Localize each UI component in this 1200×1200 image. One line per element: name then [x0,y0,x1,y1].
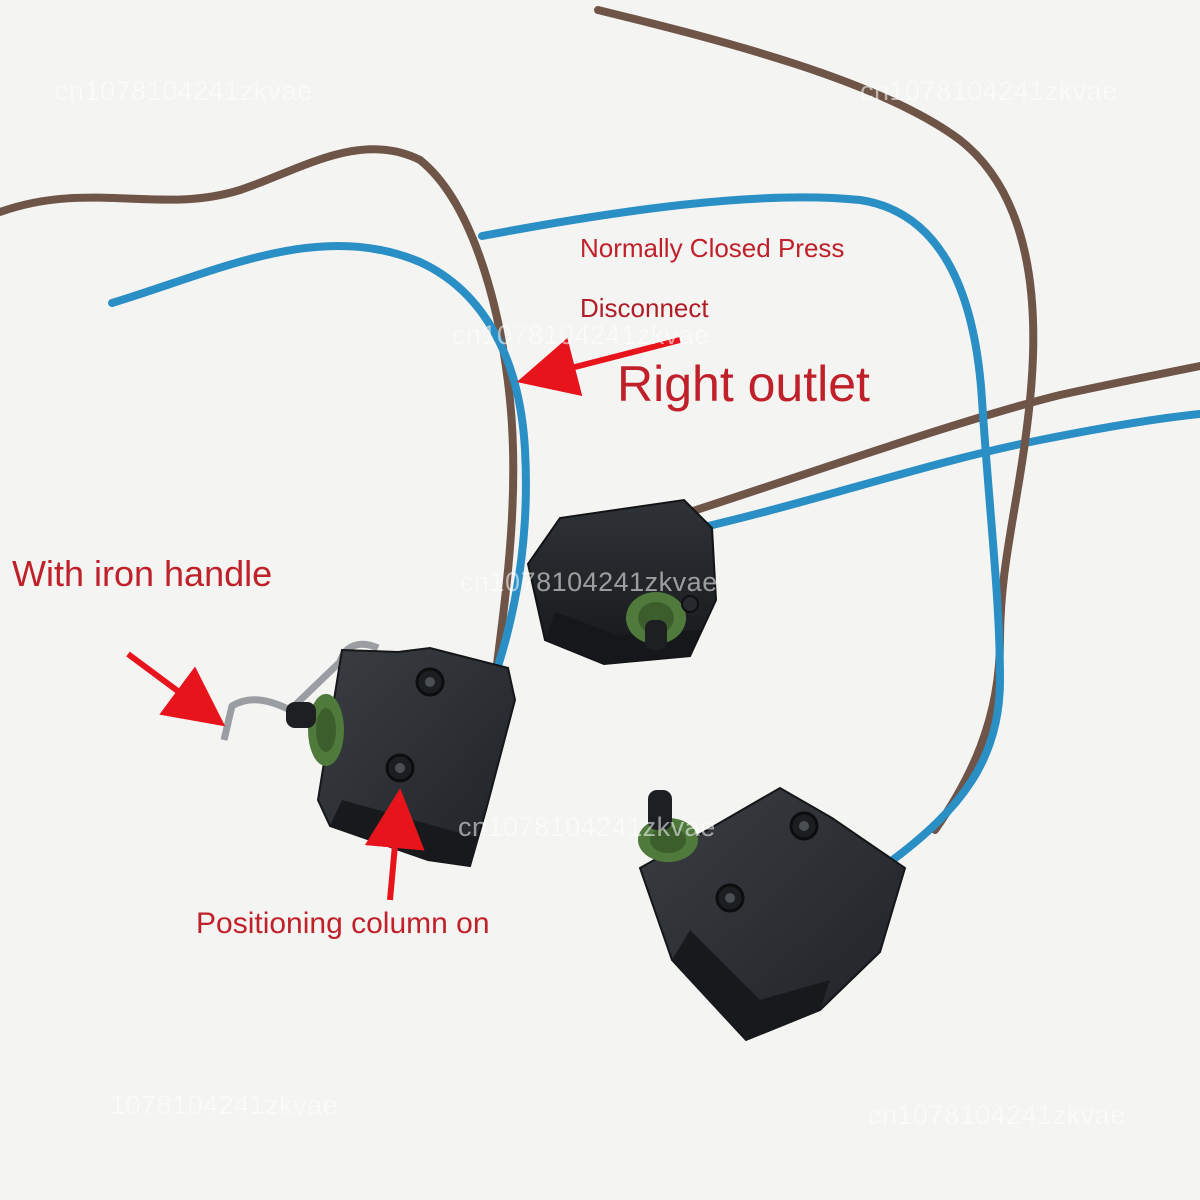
annotation-arrows [126,337,681,901]
label-iron-handle: With iron handle [12,553,273,594]
watermark: cn1078104241zkvae [460,567,718,597]
label-normally-closed: Normally Closed Press [580,233,845,263]
watermark: 1078104241zkvae [110,1090,339,1120]
watermark: cn1078104241zkvae [868,1100,1126,1130]
watermark: cn1078104241zkvae [860,76,1118,106]
watermark: cn1078104241zkvae [458,812,716,842]
brown-wire-middle [686,362,1200,516]
label-positioning-column: Positioning column on [196,907,490,940]
watermark: cn1078104241zkvae [55,76,313,106]
switch-middle [526,498,718,666]
arrow-positioning-column [364,788,425,901]
watermark: cn1078104241zkvae [452,320,710,350]
blue-wire-left [108,241,530,694]
blue-wire-middle [696,410,1200,532]
brown-wire-left [0,145,518,684]
arrow-iron-handle [126,651,226,727]
label-right-outlet: Right outlet [617,356,870,412]
label-disconnect: Disconnect [580,293,709,323]
blue-wire-right [478,193,1004,866]
switch-right [638,786,907,1042]
wires [0,6,1200,866]
arrow-right-outlet [516,337,681,397]
